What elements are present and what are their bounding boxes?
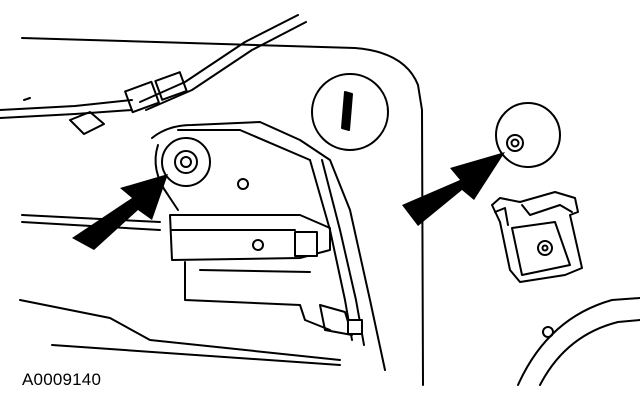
bumper-detail bbox=[495, 102, 561, 168]
speaker-edge bbox=[517, 297, 640, 386]
retaining-clip bbox=[491, 191, 583, 283]
control-cable bbox=[0, 14, 307, 135]
figure-id: A0009140 bbox=[22, 370, 102, 389]
latch-assembly bbox=[151, 121, 386, 371]
access-plug bbox=[311, 73, 389, 151]
arrow-icon bbox=[72, 174, 168, 250]
arrow-icon bbox=[402, 152, 505, 226]
